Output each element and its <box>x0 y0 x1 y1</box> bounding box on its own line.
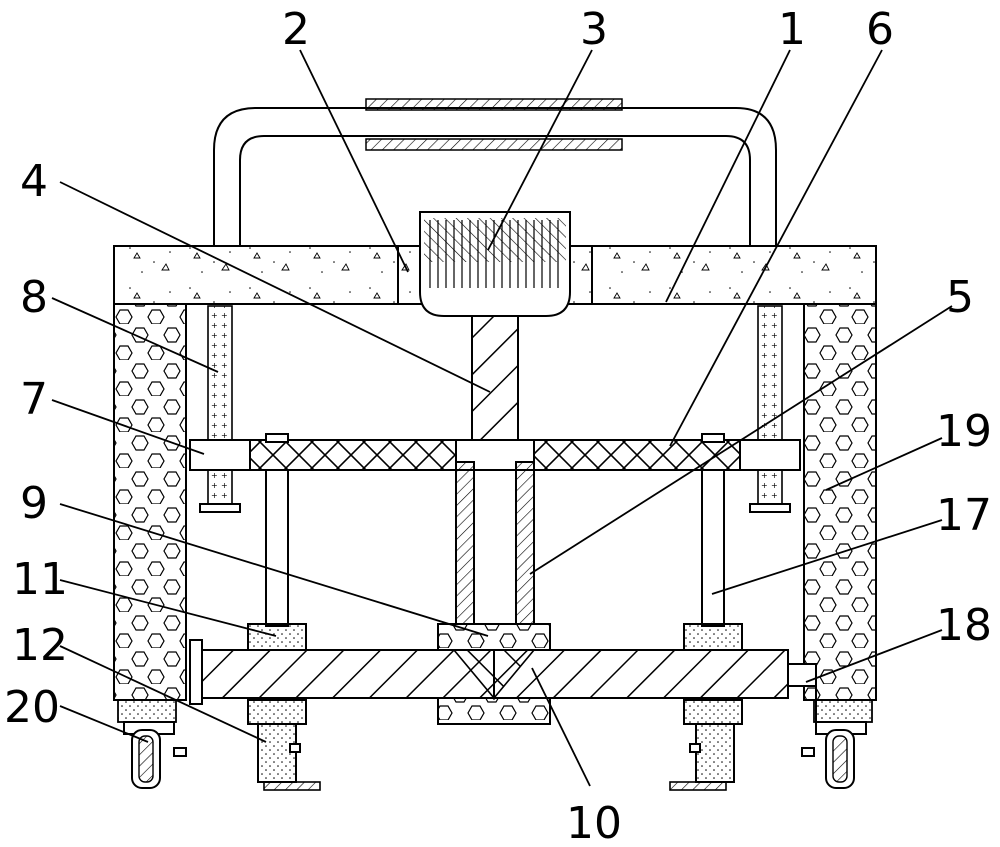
left-foot <box>247 699 321 791</box>
center-hex-block <box>437 623 551 651</box>
under-hex-block <box>437 697 551 725</box>
handle-grip-top <box>365 98 623 111</box>
label-9: 9 <box>20 478 48 529</box>
inner-leg-left <box>455 461 475 625</box>
handle-grip-bottom <box>365 138 623 151</box>
label-11: 11 <box>12 554 68 605</box>
side-clamp-right <box>787 663 817 687</box>
part-labels: 2 3 1 6 4 8 5 7 19 9 17 11 18 12 20 10 <box>4 4 992 847</box>
left-guide-rod <box>207 305 233 505</box>
left-side-wall <box>113 303 187 701</box>
label-12: 12 <box>12 620 68 671</box>
crossbar <box>189 433 801 471</box>
label-17: 17 <box>936 490 992 541</box>
label-4: 4 <box>20 156 48 207</box>
label-20: 20 <box>4 682 60 733</box>
left-guide-rod-end <box>199 503 241 513</box>
central-shaft <box>471 315 519 463</box>
label-18: 18 <box>936 600 992 651</box>
label-2: 2 <box>282 4 310 55</box>
label-10: 10 <box>566 798 622 847</box>
base-plate <box>201 649 789 701</box>
inner-leg-right <box>515 461 535 625</box>
side-clamp-left <box>189 639 203 705</box>
right-side-wall <box>803 303 877 701</box>
right-guide-rod-end <box>749 503 791 513</box>
left-caster-wheel <box>117 699 187 789</box>
label-5: 5 <box>946 272 974 323</box>
motor <box>419 211 571 317</box>
label-1: 1 <box>778 4 806 55</box>
right-caster-wheel <box>801 699 873 789</box>
label-6: 6 <box>866 4 894 55</box>
right-block <box>683 623 743 651</box>
label-19: 19 <box>936 406 992 457</box>
left-support-post <box>265 469 289 627</box>
left-block <box>247 623 307 651</box>
motor-fins <box>429 220 559 288</box>
leader-lines <box>51 49 953 787</box>
label-7: 7 <box>20 374 48 425</box>
handle <box>213 98 777 246</box>
right-guide-rod <box>757 305 783 505</box>
right-foot <box>669 699 743 791</box>
label-8: 8 <box>20 272 48 323</box>
right-support-post <box>701 469 725 627</box>
label-3: 3 <box>580 4 608 55</box>
